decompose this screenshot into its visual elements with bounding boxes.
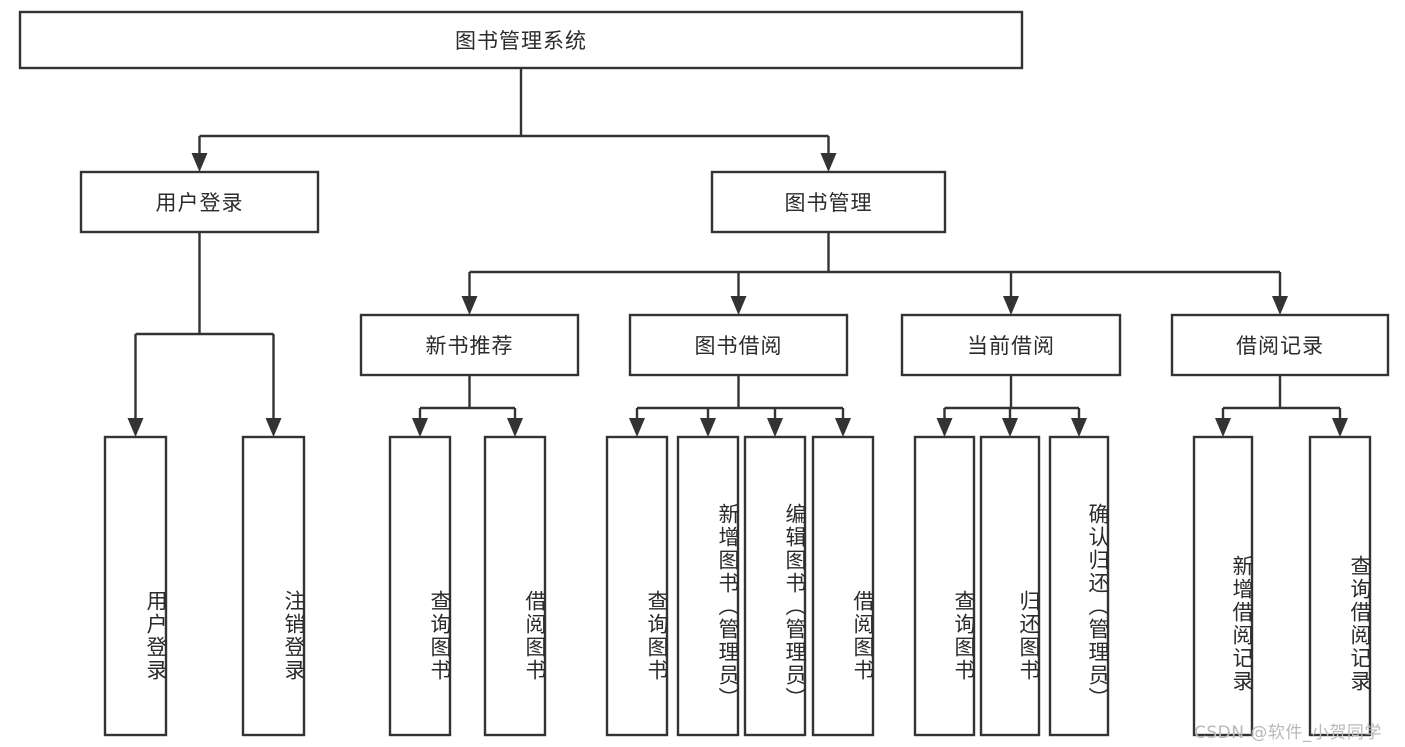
node-box-bb-add-book[interactable] xyxy=(676,435,740,737)
node-box-user-login-do[interactable] xyxy=(103,435,168,737)
arrow-head-icon-bb-add-book xyxy=(700,418,716,437)
node-box-cb-query-book[interactable] xyxy=(913,435,976,737)
node-box-book-borrow[interactable] xyxy=(628,313,849,377)
node-box-borrow-record[interactable] xyxy=(1170,313,1390,377)
arrow-head-icon-nb-borrow-book xyxy=(507,418,523,437)
node-box-user-logout[interactable] xyxy=(241,435,306,737)
node-box-cb-return-book[interactable] xyxy=(979,435,1041,737)
node-box-cb-confirm-return[interactable] xyxy=(1048,435,1110,737)
node-box-nb-borrow-book[interactable] xyxy=(483,435,547,737)
arrow-head-icon-current-borrow xyxy=(1003,296,1019,315)
connector-layer xyxy=(127,68,1348,437)
arrow-head-icon-bb-borrow-book xyxy=(835,418,851,437)
node-box-new-book-recommend[interactable] xyxy=(359,313,580,377)
arrow-head-icon-book-management xyxy=(820,153,837,172)
node-box-br-add-record[interactable] xyxy=(1192,435,1254,737)
node-box-book-management[interactable] xyxy=(710,170,947,234)
arrow-head-icon-user-login xyxy=(191,153,208,172)
node-box-bb-edit-book[interactable] xyxy=(743,435,807,737)
arrow-head-icon-br-add-record xyxy=(1215,418,1231,437)
arrow-head-icon-borrow-record xyxy=(1272,296,1288,315)
box-layer xyxy=(18,10,1390,737)
node-box-br-query-record[interactable] xyxy=(1308,435,1372,737)
node-box-root[interactable] xyxy=(18,10,1024,70)
arrow-head-icon-nb-query-book xyxy=(412,418,428,437)
arrow-head-icon-user-logout xyxy=(265,418,282,437)
arrow-head-icon-br-query-record xyxy=(1332,418,1348,437)
node-box-bb-borrow-book[interactable] xyxy=(811,435,875,737)
node-box-bb-query-book[interactable] xyxy=(605,435,669,737)
node-box-nb-query-book[interactable] xyxy=(388,435,452,737)
arrow-head-icon-cb-confirm-return xyxy=(1071,418,1087,437)
arrow-head-icon-new-book-recommend xyxy=(461,296,478,315)
node-box-current-borrow[interactable] xyxy=(900,313,1122,377)
arrow-head-icon-bb-query-book xyxy=(629,418,645,437)
arrow-head-icon-user-login-do xyxy=(127,418,144,437)
arrow-head-icon-book-borrow xyxy=(730,296,747,315)
arrow-head-icon-cb-query-book xyxy=(936,418,953,437)
arrow-head-icon-cb-return-book xyxy=(1002,418,1018,437)
arrow-head-icon-bb-edit-book xyxy=(767,418,783,437)
node-box-user-login[interactable] xyxy=(79,170,320,234)
